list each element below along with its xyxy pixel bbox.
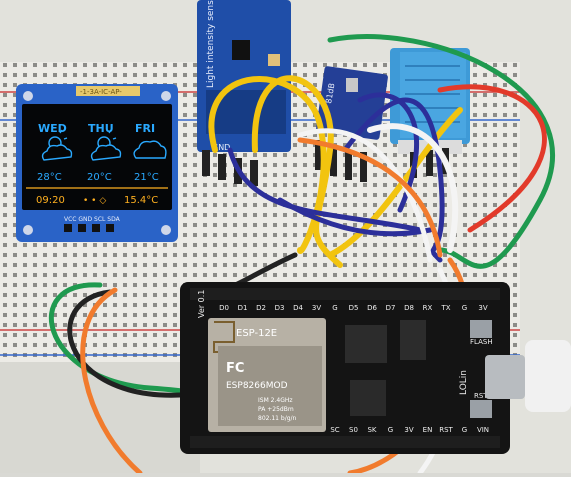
pin-label: SC bbox=[330, 426, 339, 434]
day-name: THU bbox=[88, 122, 114, 135]
light-sensor-pin-label: GND bbox=[212, 143, 230, 152]
header-pin-labels: D0 D1 D2 D3 D4 3V G D5 D6 D7 D8 RX TX G 3V bbox=[219, 304, 488, 312]
esp-spec-1: ISM 2.4GHz bbox=[258, 397, 293, 404]
pin-label: D4 bbox=[293, 304, 303, 312]
lolin-label: LOLin bbox=[459, 370, 469, 395]
pin-label: RST bbox=[439, 426, 453, 434]
esp-chip-name: ESP8266MOD bbox=[226, 381, 288, 391]
day-temp: 20°C bbox=[87, 172, 112, 183]
oled-screen: WED 28°C THU 20°C FRI bbox=[26, 122, 168, 206]
pin-label: D8 bbox=[404, 304, 414, 312]
flash-label: FLASH bbox=[470, 338, 493, 346]
forecast-day-2: THU 20°C bbox=[87, 122, 122, 183]
pin-label: D6 bbox=[367, 304, 377, 312]
day-temp: 28°C bbox=[37, 172, 62, 183]
esp-spec-3: 802.11 b/g/n bbox=[258, 415, 297, 422]
esp-spec-2: PA +25dBm bbox=[258, 406, 294, 413]
pin-label: D3 bbox=[275, 304, 285, 312]
oled-temperature: 15.4°C bbox=[124, 195, 158, 206]
cloud-sun-icon bbox=[41, 129, 73, 161]
pin-label: G bbox=[462, 304, 467, 312]
oled-page-indicator: • • ◇ bbox=[83, 196, 106, 206]
cloud-icon bbox=[133, 140, 167, 159]
pin-label: TX bbox=[440, 304, 450, 312]
fc-mark: FC bbox=[226, 361, 244, 376]
pin-label: G bbox=[332, 304, 337, 312]
pin-label: G bbox=[388, 426, 393, 434]
pin-label: S0 bbox=[349, 426, 358, 434]
pin-label: D1 bbox=[238, 304, 248, 312]
board-version: Ver 0.1 bbox=[197, 290, 206, 318]
pin-label: RX bbox=[423, 304, 433, 312]
pin-label: D2 bbox=[256, 304, 266, 312]
pin-label: SK bbox=[367, 426, 376, 434]
oled-pin-labels: VCC GND SCL SDA bbox=[64, 216, 121, 223]
oled-header-label: -1-3A-IC-AP- bbox=[80, 88, 122, 96]
light-sensor-label: Light intensity senso bbox=[206, 0, 216, 88]
pin-label: D7 bbox=[386, 304, 396, 312]
pin-label: D0 bbox=[219, 304, 229, 312]
esp-module: ESP-12E FC ESP8266MOD ISM 2.4GHz PA +25d… bbox=[208, 318, 326, 432]
rst-label: RST bbox=[474, 392, 488, 400]
bmp-sensor-label: 81dB bbox=[324, 82, 336, 104]
oled-time: 09:20 bbox=[36, 195, 65, 206]
pin-label: VIN bbox=[477, 426, 489, 434]
pin-label: 3V bbox=[478, 304, 487, 312]
pin-label: 3V bbox=[404, 426, 413, 434]
pin-label: D5 bbox=[349, 304, 359, 312]
light-sensor-module: Light intensity senso GND bbox=[197, 0, 291, 152]
forecast-day-3: FRI 21°C bbox=[133, 122, 167, 183]
day-name: WED bbox=[38, 122, 67, 135]
cloud-sun-icon bbox=[90, 129, 122, 161]
esp-module-name: ESP-12E bbox=[236, 328, 277, 339]
forecast-day-1: WED 28°C bbox=[37, 122, 73, 183]
pin-label: EN bbox=[423, 426, 433, 434]
pin-label: 3V bbox=[312, 304, 321, 312]
day-temp: 21°C bbox=[134, 172, 159, 183]
oled-module: -1-3A-IC-AP- WED 28°C THU 20 bbox=[16, 84, 178, 242]
pin-label: G bbox=[462, 426, 467, 434]
day-name: FRI bbox=[135, 122, 155, 135]
